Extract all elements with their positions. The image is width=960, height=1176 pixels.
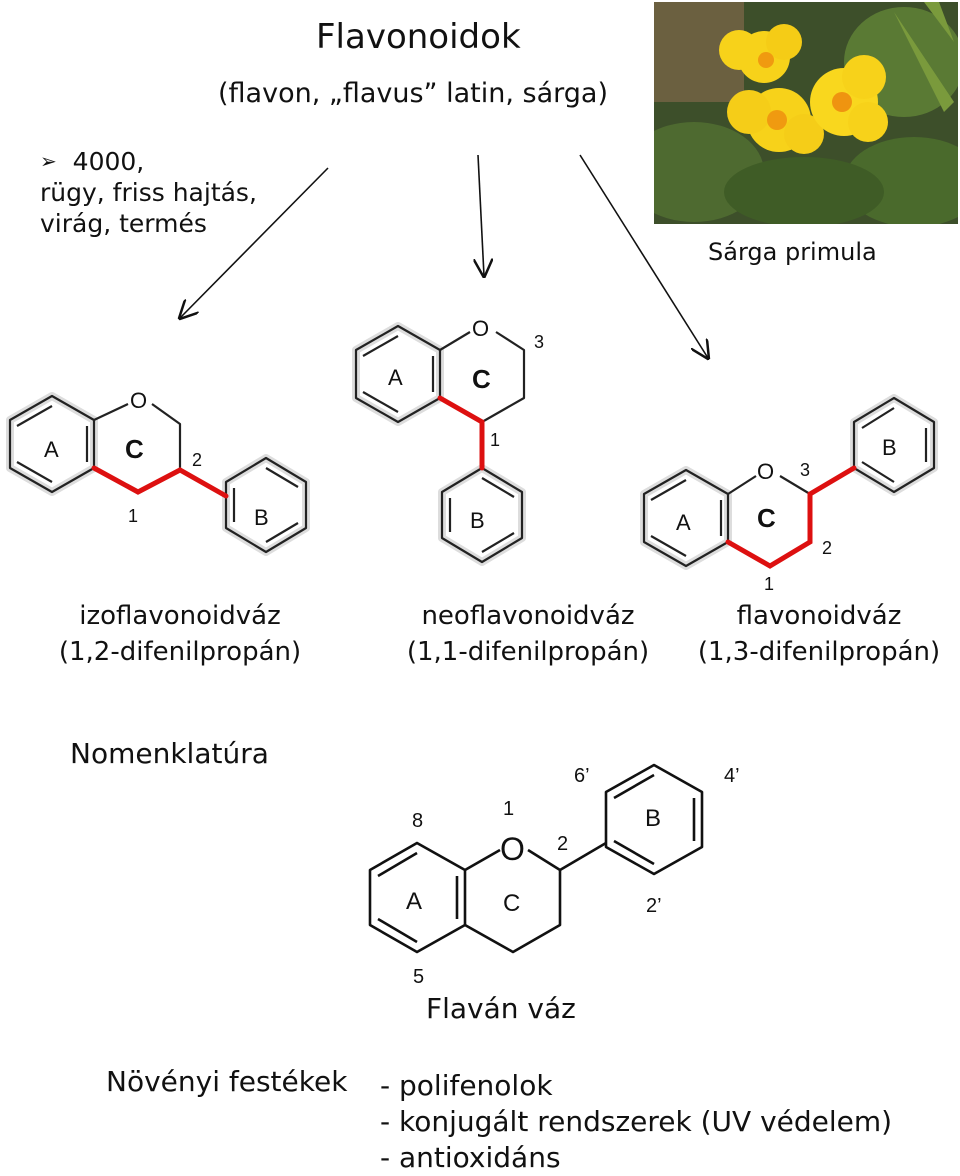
flower-1 <box>719 24 802 83</box>
isoflavonoid-formula: (1,2-difenilpropán) <box>58 637 302 667</box>
bullet-note: ➢ 4000, rügy, friss hajtás, virág, termé… <box>40 146 300 239</box>
arrow-to-iso <box>180 167 329 318</box>
flower-3 <box>810 55 888 142</box>
neo-ring-c-label: C <box>472 364 491 394</box>
neo-ring-a-label: A <box>388 365 403 390</box>
fla-num-1: 1 <box>764 574 774 594</box>
flavan-ring-b-label: B <box>645 805 661 832</box>
fla-ring-b-label: B <box>882 435 897 460</box>
neoflavonoid-name: neoflavonoidváz <box>421 601 635 631</box>
iso-num-2: 2 <box>192 450 202 470</box>
pigment-item: - antioxidáns <box>380 1141 561 1174</box>
neo-ring-b-label: B <box>470 508 485 533</box>
fla-num-3: 3 <box>800 460 810 480</box>
bullet-line-1: ➢ 4000, <box>40 147 145 176</box>
flavan-ring-a-label: A <box>406 888 422 915</box>
flavonoid-red-bonds <box>725 465 857 569</box>
isoflavonoid-label: izoflavonoidváz (1,2-difenilpropán) <box>30 598 330 670</box>
fla-ring-a-label: A <box>676 510 691 535</box>
flavan-caption: Flaván váz <box>426 992 576 1025</box>
isoflavonoid-structure <box>6 392 310 556</box>
iso-ring-c-label: C <box>125 434 144 464</box>
isoflavonoid-name: izoflavonoidváz <box>79 601 281 631</box>
iso-ring-a-label: A <box>44 437 59 462</box>
arrow-to-neo <box>478 154 484 276</box>
flavonoid-structure <box>640 394 938 570</box>
bullet-line-2: rügy, friss hajtás, <box>40 178 257 207</box>
iso-ring-b-label: B <box>254 505 269 530</box>
fla-oxygen-label: O <box>757 459 774 484</box>
iso-oxygen-label: O <box>130 388 147 413</box>
nomenclature-title: Nomenklatúra <box>70 737 269 770</box>
neo-num-3: 3 <box>534 332 544 352</box>
bullet-line-3: virág, termés <box>40 209 207 238</box>
flavan-num-5: 5 <box>413 966 424 988</box>
page-title: Flavonoidok <box>316 17 521 57</box>
neoflavonoid-structure <box>352 322 526 566</box>
neo-oxygen-label: O <box>472 316 489 341</box>
fla-ring-c-label: C <box>757 503 776 533</box>
flavan-oxygen-label: O <box>500 831 525 867</box>
flavan-num-8: 8 <box>412 810 423 832</box>
flavan-num-2p: 2’ <box>646 895 662 917</box>
neoflavonoid-formula: (1,1-difenilpropán) <box>406 637 650 667</box>
page-subtitle: (flavon, „flavus” latin, sárga) <box>218 78 608 109</box>
arrow-bullet-icon: ➢ <box>40 149 57 173</box>
iso-num-1: 1 <box>128 506 138 526</box>
fla-num-2: 2 <box>822 538 832 558</box>
pigments-list: - polifenolok - konjugált rendszerek (UV… <box>380 1068 892 1176</box>
flavan-num-2: 2 <box>557 833 568 855</box>
arrow-to-flavonoid <box>579 154 708 358</box>
flavan-structure <box>368 763 704 954</box>
photo-caption: Sárga primula <box>708 238 877 266</box>
neo-num-1: 1 <box>490 430 500 450</box>
flavonoid-name: flavonoidváz <box>736 601 902 631</box>
neoflavonoid-label: neoflavonoidváz (1,1-difenilpropán) <box>388 598 668 670</box>
flavan-num-4p: 4’ <box>724 765 740 787</box>
flavan-num-1: 1 <box>503 798 514 820</box>
isoflavonoid-red-bonds <box>91 465 229 499</box>
flavonoid-label: flavonoidváz (1,3-difenilpropán) <box>684 598 954 670</box>
pigment-item: - konjugált rendszerek (UV védelem) <box>380 1105 893 1138</box>
flavan-ring-c-label: C <box>503 890 520 917</box>
primula-photo <box>654 2 958 224</box>
flower-2 <box>727 88 824 154</box>
pigment-item: - polifenolok <box>380 1069 553 1102</box>
pigments-label: Növényi festékek <box>106 1065 348 1098</box>
flavonoid-formula: (1,3-difenilpropán) <box>697 637 941 667</box>
neoflavonoid-red-bonds <box>437 395 485 471</box>
flavan-num-6p: 6’ <box>574 765 590 787</box>
